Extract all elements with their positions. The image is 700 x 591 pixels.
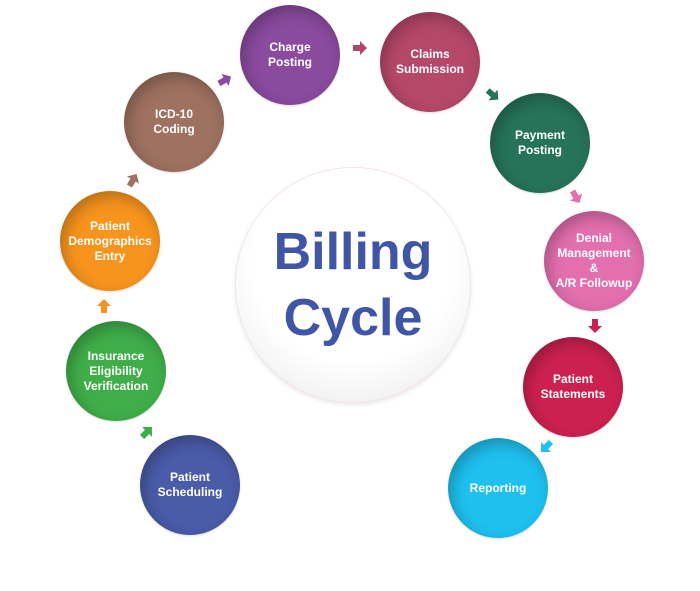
flow-arrow-icon xyxy=(214,69,236,91)
step-patient-statements[interactable]: Patient Statements xyxy=(523,337,623,437)
flow-arrow-icon xyxy=(122,169,144,191)
center-circle: Billing Cycle xyxy=(236,168,470,402)
flow-arrow-icon xyxy=(136,421,159,444)
flow-arrow-icon xyxy=(352,40,368,56)
flow-arrow-icon xyxy=(482,84,505,107)
flow-arrow-icon xyxy=(587,318,603,334)
step-reporting[interactable]: Reporting xyxy=(448,438,548,538)
step-label: Claims Submission xyxy=(395,47,464,76)
step-label: Reporting xyxy=(469,480,527,495)
step-label: Patient Statements xyxy=(540,372,606,401)
step-payment-posting[interactable]: Payment Posting xyxy=(490,93,590,193)
step-icd10-coding[interactable]: ICD-10 Coding xyxy=(124,72,224,172)
step-label: Payment Posting xyxy=(514,128,566,157)
step-label: Denial Management & A/R Followup xyxy=(555,231,633,290)
step-denial-management[interactable]: Denial Management & A/R Followup xyxy=(544,211,644,311)
flow-arrow-icon xyxy=(565,186,587,208)
step-label: Patient Scheduling xyxy=(157,470,223,499)
step-insurance-eligibility[interactable]: Insurance Eligibility Verification xyxy=(66,321,166,421)
step-patient-scheduling[interactable]: Patient Scheduling xyxy=(140,435,240,535)
center-title: Billing Cycle xyxy=(273,223,433,347)
flow-arrow-icon xyxy=(96,298,112,314)
step-label: Patient Demographics Entry xyxy=(68,218,152,263)
flow-arrow-icon xyxy=(535,436,558,459)
step-claims-submission[interactable]: Claims Submission xyxy=(380,12,480,112)
step-charge-posting[interactable]: Charge Posting xyxy=(240,5,340,105)
step-label: Insurance Eligibility Verification xyxy=(83,348,149,393)
step-label: ICD-10 Coding xyxy=(153,107,195,136)
step-label: Charge Posting xyxy=(268,40,312,69)
step-demographics-entry[interactable]: Patient Demographics Entry xyxy=(60,191,160,291)
